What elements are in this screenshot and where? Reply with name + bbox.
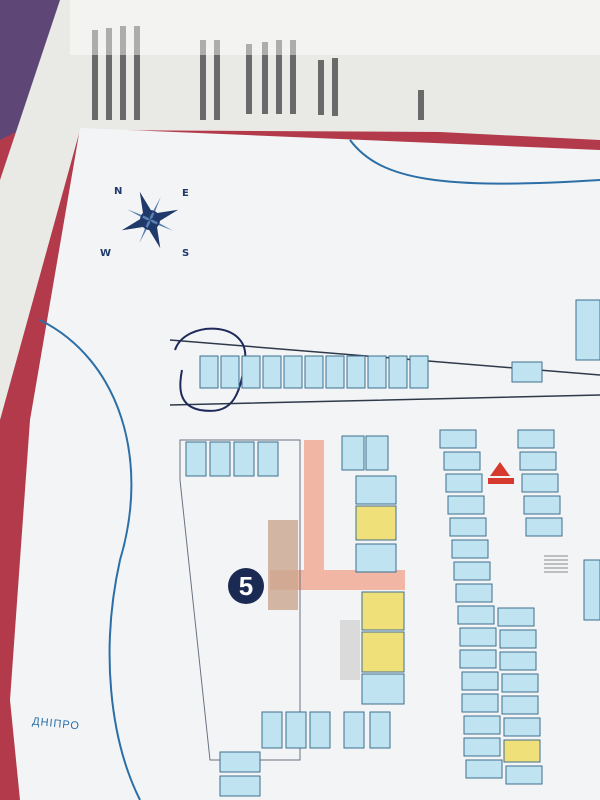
parking-column-right-2	[497, 607, 543, 785]
hand-drawn-circle	[174, 327, 247, 412]
stair-block-2	[340, 620, 360, 680]
road-horizontal	[270, 570, 405, 590]
stairs-right	[544, 555, 568, 573]
entrance-label-block	[488, 478, 514, 484]
compass-east-label: E	[182, 188, 189, 199]
parking-row-top	[199, 355, 543, 389]
back-paper-text-lines	[92, 26, 424, 120]
road-vertical	[304, 440, 324, 590]
water-line-left	[39, 319, 141, 800]
compass-north-label: N	[114, 186, 123, 197]
parking-row-left-block	[185, 441, 279, 477]
zone-number-marker: 5	[228, 568, 264, 604]
compass-west-label: W	[100, 248, 112, 259]
parking-column-far-right	[517, 299, 600, 621]
parking-row-bottom	[219, 711, 391, 797]
compass-south-label: S	[182, 248, 190, 259]
parking-column-center	[341, 435, 405, 705]
back-paper-sheet	[0, 0, 600, 420]
plastic-sleeve-strip	[70, 0, 600, 55]
compass-rose	[121, 191, 179, 249]
water-line-top	[349, 139, 600, 185]
parking-column-right-1	[439, 429, 503, 779]
entrance-triangle-icon	[490, 462, 510, 476]
stair-block	[268, 520, 298, 610]
